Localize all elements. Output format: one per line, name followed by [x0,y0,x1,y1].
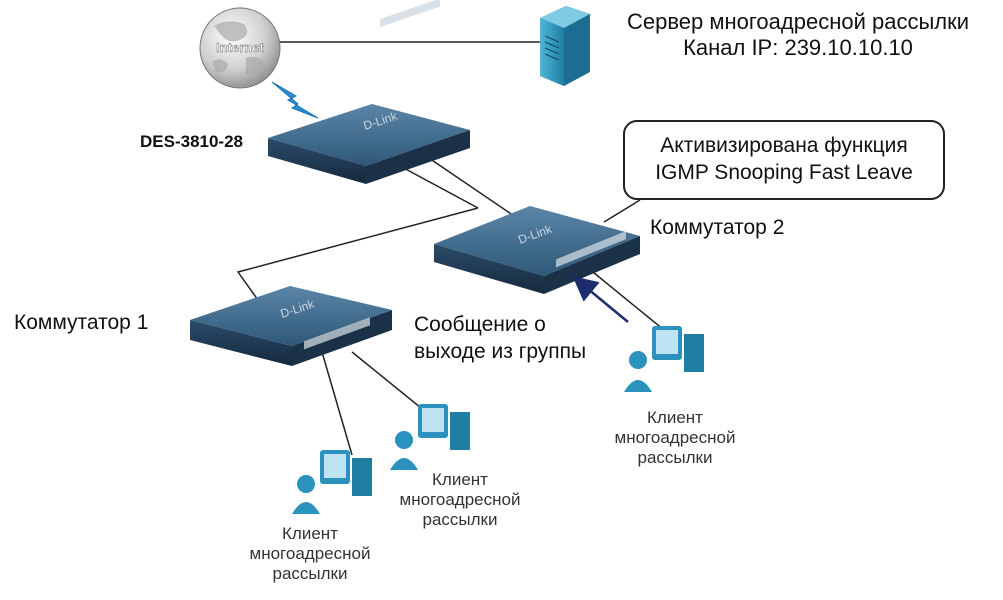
client-label-line2: многоадресной [399,490,521,509]
link-callout-switch2 [603,199,641,223]
link-sw1-client1 [321,351,353,456]
client-label-line2: многоадресной [249,544,371,563]
client-label: Клиент многоадресной рассылки [590,408,760,468]
callout-line2: IGMP Snooping Fast Leave [655,161,913,184]
server-label: Сервер многоадресной рассылки Канал IP: … [608,9,988,61]
client-label: Клиент многоадресной рассылки [230,524,390,584]
leave-message-line1: Сообщение о [414,313,546,336]
internet-globe-icon: Internet [199,7,281,89]
fast-leave-callout: Активизирована функция IGMP Snooping Fas… [623,120,945,200]
switch1-icon: D-Link [190,286,392,366]
switch1-label: Коммутатор 1 [14,311,149,334]
switch2-icon: D-Link [434,206,640,294]
internet-label: Internet [216,40,264,55]
link-core-switch1-path [236,207,479,301]
client-icon [624,326,704,392]
client-icon [390,404,470,470]
leave-message-arrow [572,276,629,323]
link-core-switch2 [419,151,521,221]
client-label-line2: многоадресной [614,428,736,447]
switch2-label: Коммутатор 2 [650,216,785,239]
link-sw2-client3 [587,267,665,331]
server-icon [540,6,590,86]
server-channel: Канал IP: 239.10.10.10 [683,35,913,60]
client-label-line3: рассылки [422,510,498,529]
client-label-line3: рассылки [272,564,348,583]
client-label: Клиент многоадресной рассылки [370,470,550,530]
server-title: Сервер многоадресной рассылки [626,9,970,34]
client-label-line1: Клиент [432,470,488,489]
client-label-line1: Клиент [282,524,338,543]
client-label-line3: рассылки [637,448,713,467]
lightning-icon [271,81,319,119]
client-label-line1: Клиент [647,408,703,427]
core-switch-icon: D-Link [268,0,470,184]
link-core-switch1 [399,165,479,209]
leave-message-line2: выходе из группы [414,340,587,363]
leave-message-label: Сообщение о выходе из группы [414,311,604,365]
connection-lines [236,41,665,456]
link-sw1-client2 [351,351,427,413]
callout-line1: Активизирована функция [660,134,908,157]
core-switch-model-label: DES-3810-28 [140,132,244,151]
client-icon [292,450,372,514]
